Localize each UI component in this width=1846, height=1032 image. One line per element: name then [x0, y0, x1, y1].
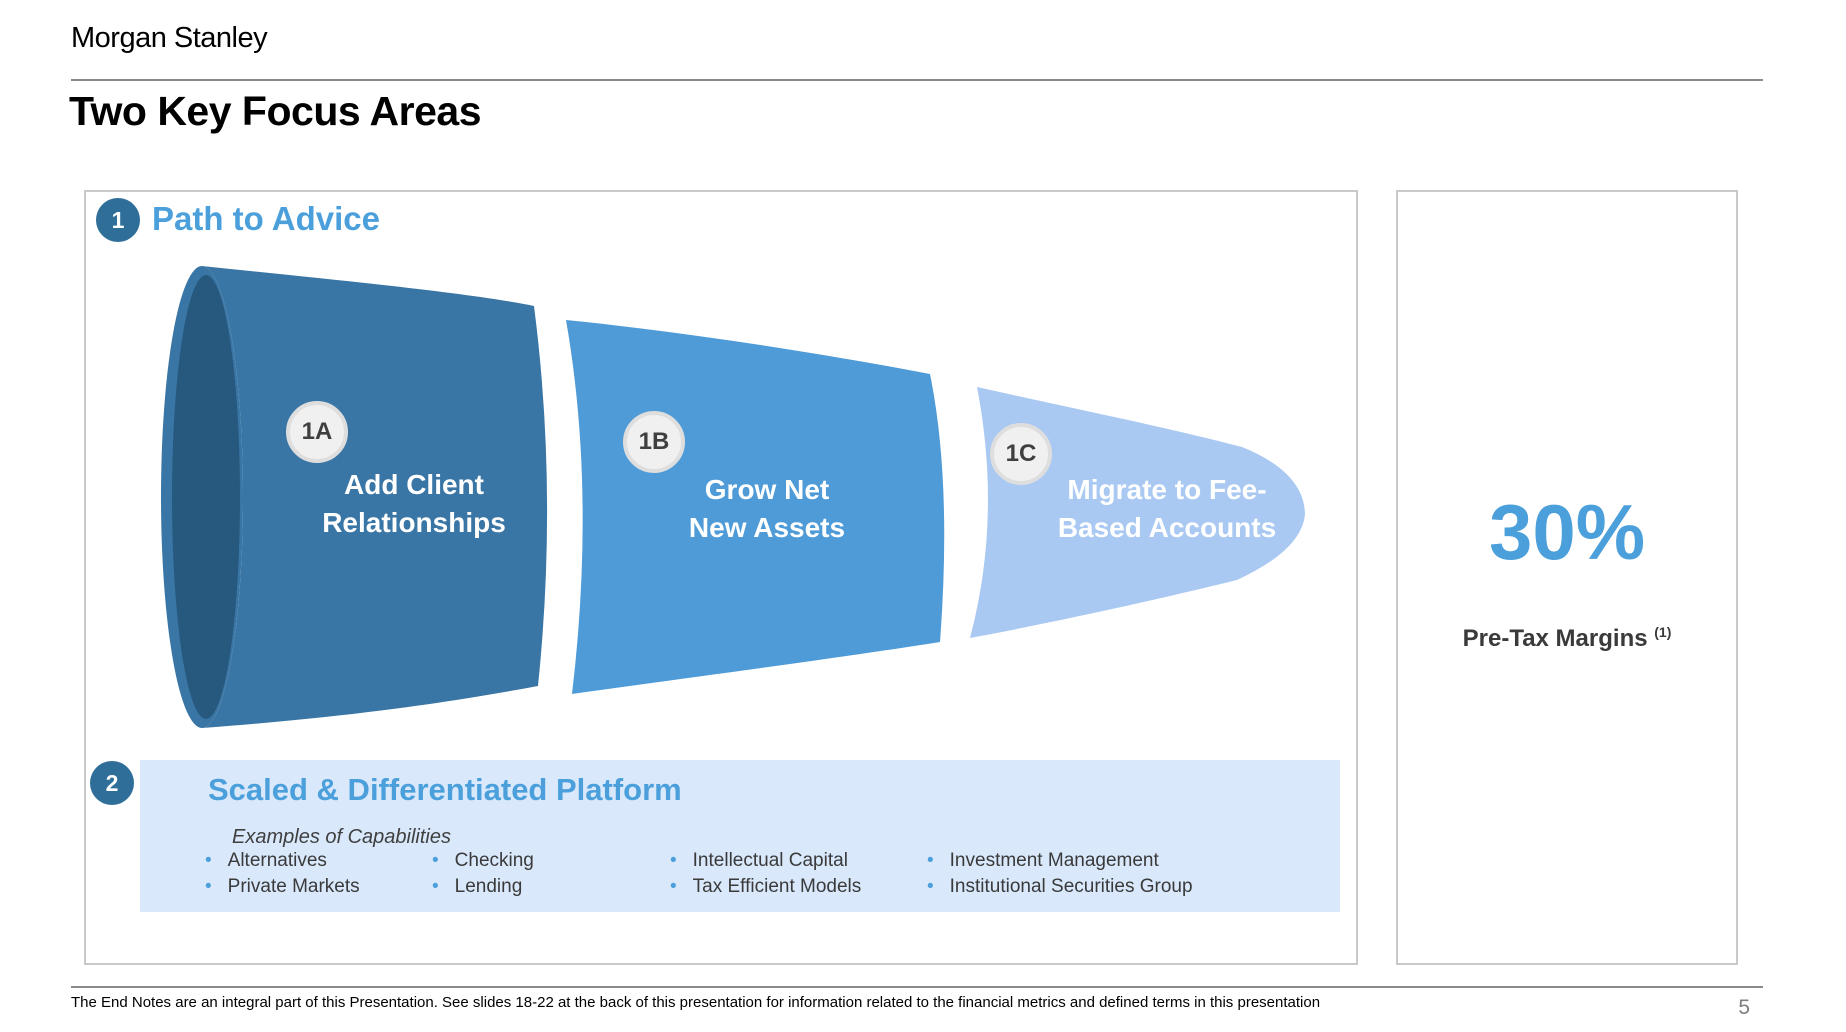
- bullet-icon: •: [205, 850, 212, 871]
- section1-title: Path to Advice: [152, 200, 380, 237]
- metric-panel: 30% Pre-Tax Margins (1): [1396, 190, 1738, 965]
- section1-number-badge: 1: [96, 198, 140, 242]
- step-badge-1b: 1B: [623, 411, 685, 473]
- footer-divider: [71, 986, 1763, 988]
- footer-endnote: The End Notes are an integral part of th…: [71, 994, 1321, 1011]
- capability-label: Checking: [454, 850, 534, 871]
- step-badge-1a: 1A: [286, 401, 348, 463]
- bullet-icon: •: [432, 876, 439, 897]
- section2-subtitle: Examples of Capabilities: [232, 826, 451, 848]
- bullet-icon: •: [670, 876, 677, 897]
- platform-box: Scaled & Differentiated Platform Example…: [140, 760, 1340, 912]
- list-item: • Alternatives: [205, 848, 360, 874]
- segment-label-migrate-fee-based: Migrate to Fee- Based Accounts: [1057, 474, 1277, 543]
- header-divider: [71, 79, 1763, 81]
- capabilities-column-1: • Alternatives • Private Markets: [205, 848, 360, 900]
- list-item: • Institutional Securities Group: [927, 874, 1193, 900]
- step-badge-1c: 1C: [990, 423, 1052, 485]
- capabilities-column-4: • Investment Management • Institutional Se…: [927, 848, 1193, 900]
- pretax-margin-value: 30%: [1488, 488, 1646, 576]
- capability-label: Tax Efficient Models: [692, 876, 862, 897]
- capabilities-column-2: • Checking • Lending: [432, 848, 534, 900]
- list-item: • Private Markets: [205, 874, 360, 900]
- bullet-icon: •: [927, 876, 934, 897]
- segment-label-grow-net-new-assets: Grow Net New Assets: [688, 474, 846, 543]
- section2-title: Scaled & Differentiated Platform: [208, 772, 682, 807]
- bullet-icon: •: [205, 876, 212, 897]
- pretax-margin-label: Pre-Tax Margins (1): [1398, 624, 1736, 653]
- segment-label-add-client-relationships: Add Client Relationships: [322, 469, 506, 538]
- morgan-stanley-logo: Morgan Stanley: [71, 22, 268, 54]
- list-item: • Investment Management: [927, 848, 1193, 874]
- capability-label: Intellectual Capital: [692, 850, 848, 871]
- page-title: Two Key Focus Areas: [69, 88, 482, 134]
- page-number: 5: [1738, 996, 1750, 1019]
- list-item: • Tax Efficient Models: [670, 874, 861, 900]
- capability-label: Institutional Securities Group: [949, 876, 1193, 897]
- list-item: • Intellectual Capital: [670, 848, 861, 874]
- list-item: • Checking: [432, 848, 534, 874]
- bullet-icon: •: [670, 850, 677, 871]
- metric-label-text: Pre-Tax Margins: [1462, 625, 1648, 652]
- funnel-opening-ring: [161, 266, 243, 728]
- capability-label: Lending: [454, 876, 523, 897]
- capability-label: Alternatives: [227, 850, 327, 871]
- list-item: • Lending: [432, 874, 534, 900]
- capability-label: Investment Management: [949, 850, 1159, 871]
- capability-label: Private Markets: [227, 876, 360, 897]
- bullet-icon: •: [432, 850, 439, 871]
- focus-areas-panel: 1 Path to Advice 1A 1B 1C Add Client Rel…: [84, 190, 1358, 965]
- footnote-reference: (1): [1654, 624, 1672, 640]
- section2-number-badge: 2: [90, 761, 134, 805]
- capabilities-column-3: • Intellectual Capital • Tax Efficient Mod…: [670, 848, 861, 900]
- funnel-opening-inner: [172, 275, 240, 719]
- bullet-icon: •: [927, 850, 934, 871]
